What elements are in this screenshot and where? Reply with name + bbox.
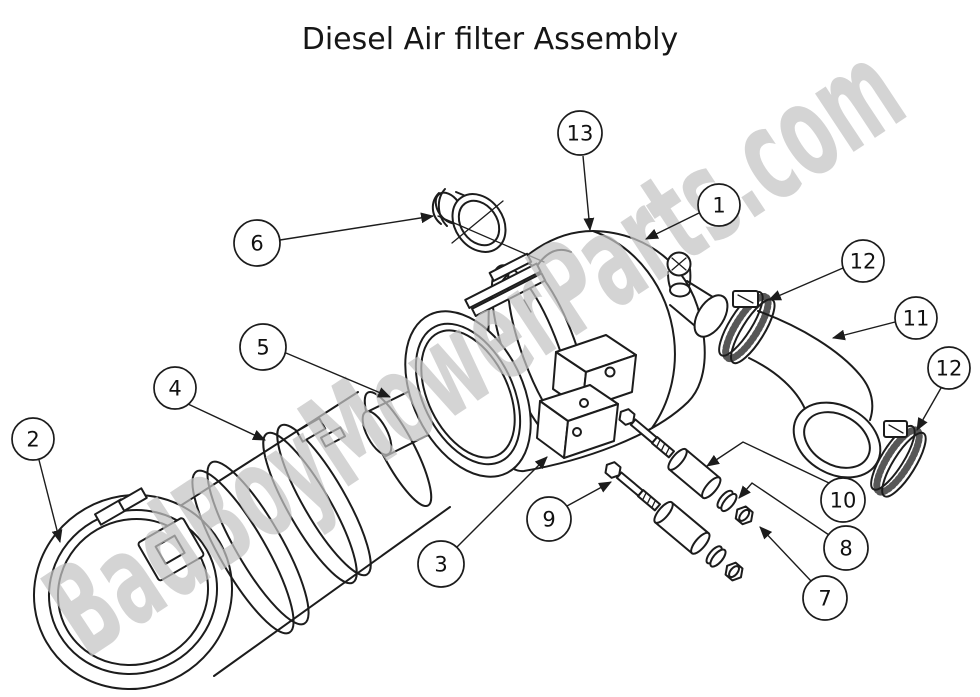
callout-number: 9 [542, 508, 555, 532]
callout-balloon [820, 477, 866, 523]
callout-number: 2 [26, 428, 39, 452]
callout-13: 13 [557, 110, 603, 232]
mounting-bolt-upper-drawing [618, 408, 754, 526]
housing-fitting-drawing [666, 251, 692, 298]
callout-3: 3 [417, 456, 548, 588]
callout-12: 12 [916, 346, 971, 431]
end-cap-clamp-band-drawing [94, 460, 310, 635]
callout-balloon [557, 110, 603, 156]
callout-2: 2 [11, 417, 63, 544]
seal-ring-drawing [404, 310, 532, 478]
callout-1: 1 [645, 183, 741, 240]
callout-balloon [11, 417, 55, 461]
callout-11: 11 [831, 296, 938, 341]
mounting-bracket-lower-drawing [536, 384, 619, 459]
callout-number: 5 [256, 336, 269, 360]
callout-number: 10 [830, 489, 857, 513]
outlet-stub-drawing [669, 280, 729, 338]
callout-balloon [526, 496, 572, 542]
callout-4: 4 [153, 366, 266, 441]
elbow-tube-drawing [748, 310, 882, 479]
callout-balloon [417, 540, 465, 588]
callout-number: 11 [903, 307, 930, 331]
mounting-bolt-lower-drawing [604, 461, 744, 582]
callout-number: 12 [936, 357, 963, 381]
callout-10: 10 [706, 441, 866, 523]
callout-7: 7 [759, 526, 848, 621]
hose-clamp-lower-drawing [870, 420, 927, 498]
housing-band-clamp-drawing [464, 252, 592, 446]
callout-number: 6 [250, 232, 263, 256]
callout-number: 13 [567, 122, 594, 146]
callout-layer: 13 1 12 11 12 6 5 4 2 3 9 10 8 7 [11, 110, 971, 621]
callout-balloon [697, 183, 741, 227]
dust-ejector-valve-drawing [431, 188, 545, 263]
callout-balloon [841, 239, 885, 283]
callout-number: 8 [839, 537, 852, 561]
callout-number: 12 [850, 250, 877, 274]
callout-balloon [233, 219, 281, 267]
callout-number: 7 [818, 587, 831, 611]
callout-number: 1 [712, 194, 725, 218]
callout-balloon [894, 296, 938, 340]
callout-12: 12 [768, 239, 885, 301]
callout-balloon [802, 575, 848, 621]
callout-6: 6 [233, 212, 435, 267]
callout-5: 5 [239, 323, 391, 398]
callout-number: 3 [434, 553, 447, 577]
callout-balloon [153, 366, 197, 410]
callout-balloon [927, 346, 971, 390]
assembly-guide-line [437, 215, 545, 263]
callout-number: 4 [168, 377, 181, 401]
second-clamp-band-drawing [262, 417, 372, 585]
callout-8: 8 [738, 482, 869, 571]
diagram-title: Diesel Air filter Assembly [301, 22, 679, 57]
watermark: BadBoyMowerParts.com [21, 15, 929, 686]
callout-balloon [239, 323, 287, 371]
callout-balloon [823, 525, 869, 571]
callout-9: 9 [526, 481, 612, 542]
dust-port-bump [536, 248, 572, 267]
